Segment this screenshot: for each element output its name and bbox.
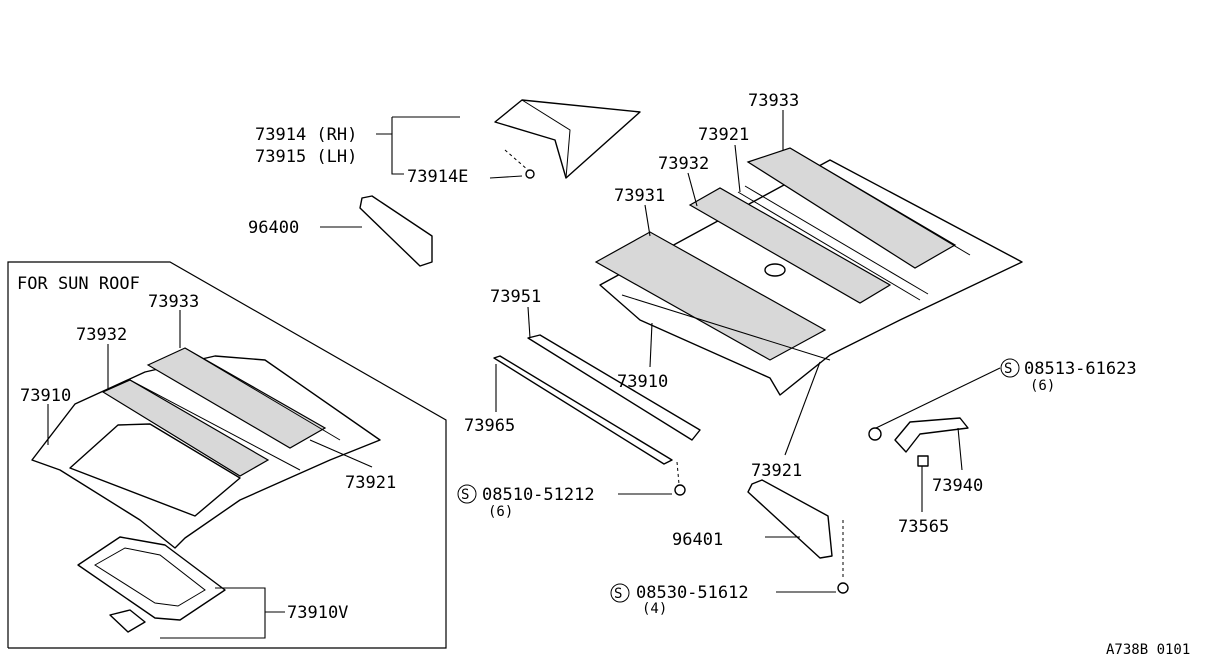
headliner-73910 xyxy=(599,159,1023,396)
inset-label-73910v: 73910V xyxy=(287,603,348,623)
label-73921-bottom: 73921 xyxy=(751,461,802,481)
screw-symbol-2: S xyxy=(457,484,477,504)
screw-symbol-1: S xyxy=(1000,358,1020,378)
front-trim-73951 xyxy=(527,306,701,441)
sun-visor-96400 xyxy=(320,195,433,267)
label-73933: 73933 xyxy=(748,91,799,111)
inset-label-73933: 73933 xyxy=(148,292,199,312)
label-73910: 73910 xyxy=(617,372,668,392)
inset-pad-73932 xyxy=(101,379,270,477)
screw-qty-3: (4) xyxy=(642,601,667,617)
inset-sunroof-opening xyxy=(69,423,241,517)
assist-grip-73940 xyxy=(868,367,1001,512)
diagram-code: A738B 0101 xyxy=(1106,642,1190,658)
label-96401: 96401 xyxy=(672,530,723,550)
inset-frame-73910v xyxy=(77,536,226,621)
cap-73565 xyxy=(917,455,929,467)
label-96400: 96400 xyxy=(248,218,299,238)
label-73940: 73940 xyxy=(932,476,983,496)
label-73932: 73932 xyxy=(658,154,709,174)
inset-title: FOR SUN ROOF xyxy=(17,274,140,294)
label-73951: 73951 xyxy=(490,287,541,307)
screw-number-2: 08510-51212 xyxy=(482,485,595,505)
label-73965: 73965 xyxy=(464,416,515,436)
screw-symbol-3: S xyxy=(610,583,630,603)
screw-number-1: 08513-61623 xyxy=(1024,359,1137,379)
label-73921-top: 73921 xyxy=(698,125,749,145)
label-73915: 73915 (LH) xyxy=(255,147,357,167)
front-trim-73965 xyxy=(493,355,686,496)
svg-text:S: S xyxy=(1004,361,1012,377)
label-73565: 73565 xyxy=(898,517,949,537)
sun-visor-96401 xyxy=(747,479,849,594)
screw-qty-2: (6) xyxy=(488,504,513,520)
inset-pad-73933 xyxy=(146,347,327,449)
pad-73931 xyxy=(594,231,827,361)
svg-text:S: S xyxy=(614,586,622,602)
inset-label-73910: 73910 xyxy=(20,386,71,406)
sunroof-inset: FOR SUN ROOF 73933 73932 73910 73921 739… xyxy=(7,261,447,649)
rear-cover-73914 xyxy=(376,99,641,179)
label-73931: 73931 xyxy=(614,186,665,206)
label-73914e: 73914E xyxy=(407,167,468,187)
screw-qty-1: (6) xyxy=(1030,378,1055,394)
clip-73914e xyxy=(525,169,535,179)
label-73914: 73914 (RH) xyxy=(255,125,357,145)
screw-number-3: 08530-51612 xyxy=(636,583,749,603)
inset-clip xyxy=(109,609,146,633)
pad-73932 xyxy=(688,187,892,304)
main-headliner-assembly xyxy=(594,110,1023,456)
pad-73933 xyxy=(746,147,957,269)
inset-label-73921: 73921 xyxy=(345,473,396,493)
svg-text:S: S xyxy=(461,487,469,503)
inset-label-73932: 73932 xyxy=(76,325,127,345)
